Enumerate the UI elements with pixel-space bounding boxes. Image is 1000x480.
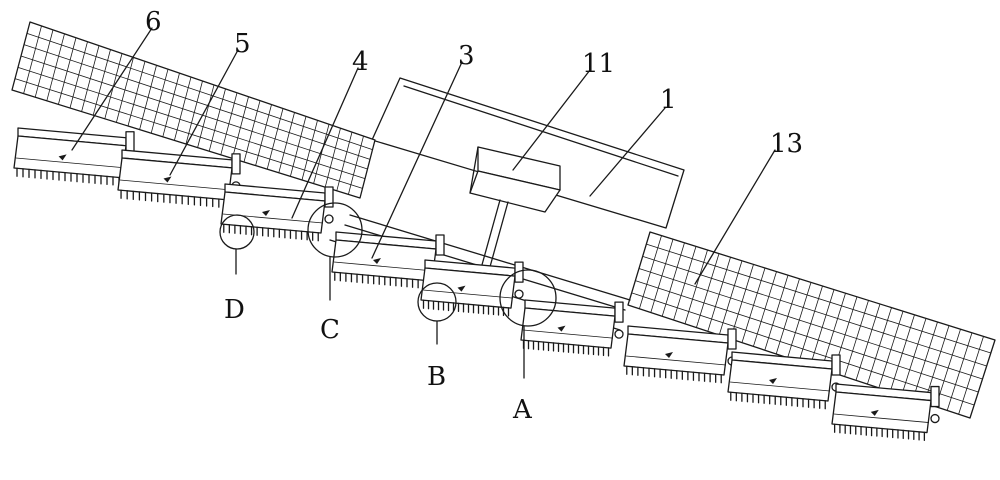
hinge-bracket	[727, 328, 737, 350]
direction-arrow-icon	[557, 325, 566, 332]
direction-arrow-icon	[373, 258, 381, 265]
panel-cell-line	[23, 44, 371, 160]
direction-arrow-icon	[457, 285, 466, 292]
hinge-bracket	[125, 131, 135, 153]
direction-arrow-icon	[58, 154, 67, 161]
brush-module	[420, 259, 524, 317]
hinge-bracket	[614, 301, 624, 323]
left-solar-panel	[11, 21, 376, 199]
brush-module	[831, 383, 940, 441]
hinge-bracket	[324, 186, 334, 208]
brush-edge	[422, 289, 514, 299]
label-13: 13	[770, 129, 803, 159]
panel-cell-line	[635, 280, 979, 393]
hinge-wheel	[514, 289, 524, 299]
panel-cell-line	[17, 66, 366, 180]
brush-modules	[13, 127, 940, 441]
hinge-wheel	[930, 413, 940, 424]
label-3: 3	[458, 41, 475, 71]
hinge-bracket	[831, 354, 841, 376]
detail-circle-A	[499, 269, 557, 379]
brush-module	[520, 299, 624, 357]
direction-arrow-icon	[769, 378, 777, 385]
hinge-bracket	[514, 261, 524, 283]
panel-cell-line	[631, 292, 975, 406]
detail-circle-C	[307, 202, 363, 301]
hinge-bracket	[435, 234, 445, 256]
panel-cell-line	[638, 268, 983, 380]
brush-edge	[522, 329, 614, 339]
panel-cell-line	[26, 32, 373, 151]
brush-module	[623, 325, 737, 384]
hinge-bracket	[231, 153, 241, 175]
brush-edge	[729, 381, 831, 392]
panel-cell-line	[20, 55, 368, 170]
right-solar-panel-13	[627, 231, 996, 419]
leader-lines	[71, 27, 776, 285]
brush-edge	[119, 179, 231, 191]
panel-cell-line	[14, 78, 363, 189]
direction-arrow-icon	[163, 176, 172, 183]
brush-edge	[15, 157, 125, 169]
label-B: B	[427, 362, 446, 392]
control-box-11	[469, 146, 561, 213]
connecting-rod	[479, 199, 509, 275]
brush-edge	[333, 261, 435, 272]
label-5: 5	[234, 29, 251, 59]
direction-arrow-icon	[665, 352, 673, 359]
label-C: C	[320, 315, 340, 345]
brush-edge	[625, 355, 727, 366]
brush-module	[727, 351, 841, 410]
direction-arrow-icon	[262, 210, 270, 217]
detail-circle-D	[219, 214, 255, 275]
label-1: 1	[660, 85, 677, 115]
label-A: A	[512, 395, 533, 425]
panel-cell-line	[646, 243, 991, 354]
label-11: 11	[582, 49, 615, 79]
brush-body	[623, 333, 729, 376]
label-D: D	[224, 295, 245, 325]
label-6: 6	[145, 7, 162, 37]
brush-body	[520, 307, 616, 349]
brush-body	[727, 359, 833, 402]
brush-edge	[833, 413, 930, 423]
brush-module	[13, 127, 135, 187]
brush-module	[220, 183, 334, 242]
detail-circle-B	[417, 282, 457, 345]
hinge-wheel	[614, 329, 624, 339]
brush-module	[117, 149, 241, 209]
label-4: 4	[352, 47, 369, 77]
brush-body	[831, 391, 932, 434]
hinge-wheel	[324, 214, 334, 224]
direction-arrow-icon	[870, 409, 879, 416]
chassis-plate-1	[371, 77, 685, 229]
hinge-bracket	[930, 385, 940, 408]
